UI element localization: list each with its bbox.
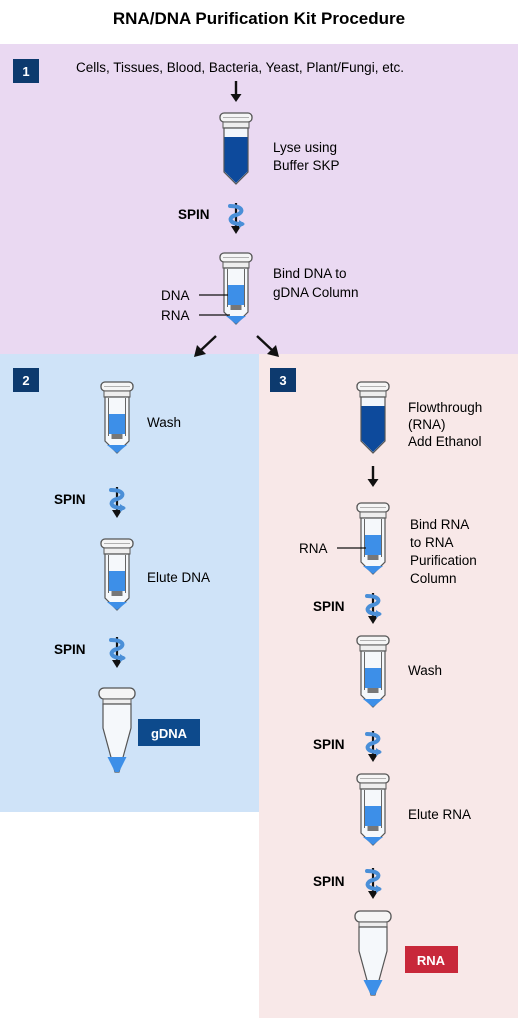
flowthrough-line3: Add Ethanol bbox=[408, 434, 482, 449]
bind-rna-line1: Bind RNA bbox=[410, 517, 469, 532]
page-title: RNA/DNA Purification Kit Procedure bbox=[113, 9, 405, 28]
gdna-product-badge bbox=[138, 719, 200, 746]
bind-rna-line4: Column bbox=[410, 571, 457, 586]
split-arrow-right-icon bbox=[256, 335, 279, 357]
step-3-number: 3 bbox=[279, 373, 286, 388]
elute-rna-label: Elute RNA bbox=[408, 807, 471, 822]
rna-elute-tube bbox=[357, 774, 389, 845]
step-2-badge bbox=[13, 368, 39, 392]
rna-product-badge bbox=[405, 946, 458, 973]
rna-column-tube bbox=[357, 503, 389, 574]
rna-column-label: RNA bbox=[299, 541, 328, 556]
spin-label: SPIN bbox=[313, 874, 345, 889]
rna-wash-tube bbox=[357, 636, 389, 707]
gdna-product-label: gDNA bbox=[151, 726, 188, 741]
step-2-number: 2 bbox=[22, 373, 29, 388]
spin-label: SPIN bbox=[54, 642, 86, 657]
rna-label: RNA bbox=[161, 308, 190, 323]
spin-label: SPIN bbox=[54, 492, 86, 507]
lyse-label-line2: Buffer SKP bbox=[273, 158, 340, 173]
step-1-badge bbox=[13, 59, 39, 83]
rna-wash-label: Wash bbox=[408, 663, 442, 678]
lysis-tube bbox=[220, 113, 252, 184]
dna-wash-label: Wash bbox=[147, 415, 181, 430]
step-3-badge bbox=[270, 368, 296, 392]
section-3-background bbox=[259, 354, 518, 1018]
spin-label: SPIN bbox=[178, 207, 210, 222]
bind-rna-line3: Purification bbox=[410, 553, 477, 568]
dna-label: DNA bbox=[161, 288, 190, 303]
bind-rna-line2: to RNA bbox=[410, 535, 454, 550]
dna-wash-tube bbox=[101, 382, 133, 453]
flowthrough-line2: (RNA) bbox=[408, 417, 446, 432]
flowthrough-tube bbox=[357, 382, 389, 453]
spin-label: SPIN bbox=[313, 599, 345, 614]
step-1-number: 1 bbox=[22, 64, 29, 79]
dna-elute-tube bbox=[101, 539, 133, 610]
section-1-background bbox=[0, 44, 518, 354]
sample-sources: Cells, Tissues, Blood, Bacteria, Yeast, … bbox=[76, 60, 404, 75]
elute-dna-label: Elute DNA bbox=[147, 570, 210, 585]
flowthrough-line1: Flowthrough bbox=[408, 400, 482, 415]
lyse-label-line1: Lyse using bbox=[273, 140, 337, 155]
spin-label: SPIN bbox=[313, 737, 345, 752]
bind-dna-line2: gDNA Column bbox=[273, 285, 359, 300]
gdna-column-tube bbox=[220, 253, 252, 324]
bind-dna-line1: Bind DNA to bbox=[273, 266, 347, 281]
rna-product-label: RNA bbox=[417, 953, 446, 968]
split-arrow-left-icon bbox=[194, 335, 217, 357]
